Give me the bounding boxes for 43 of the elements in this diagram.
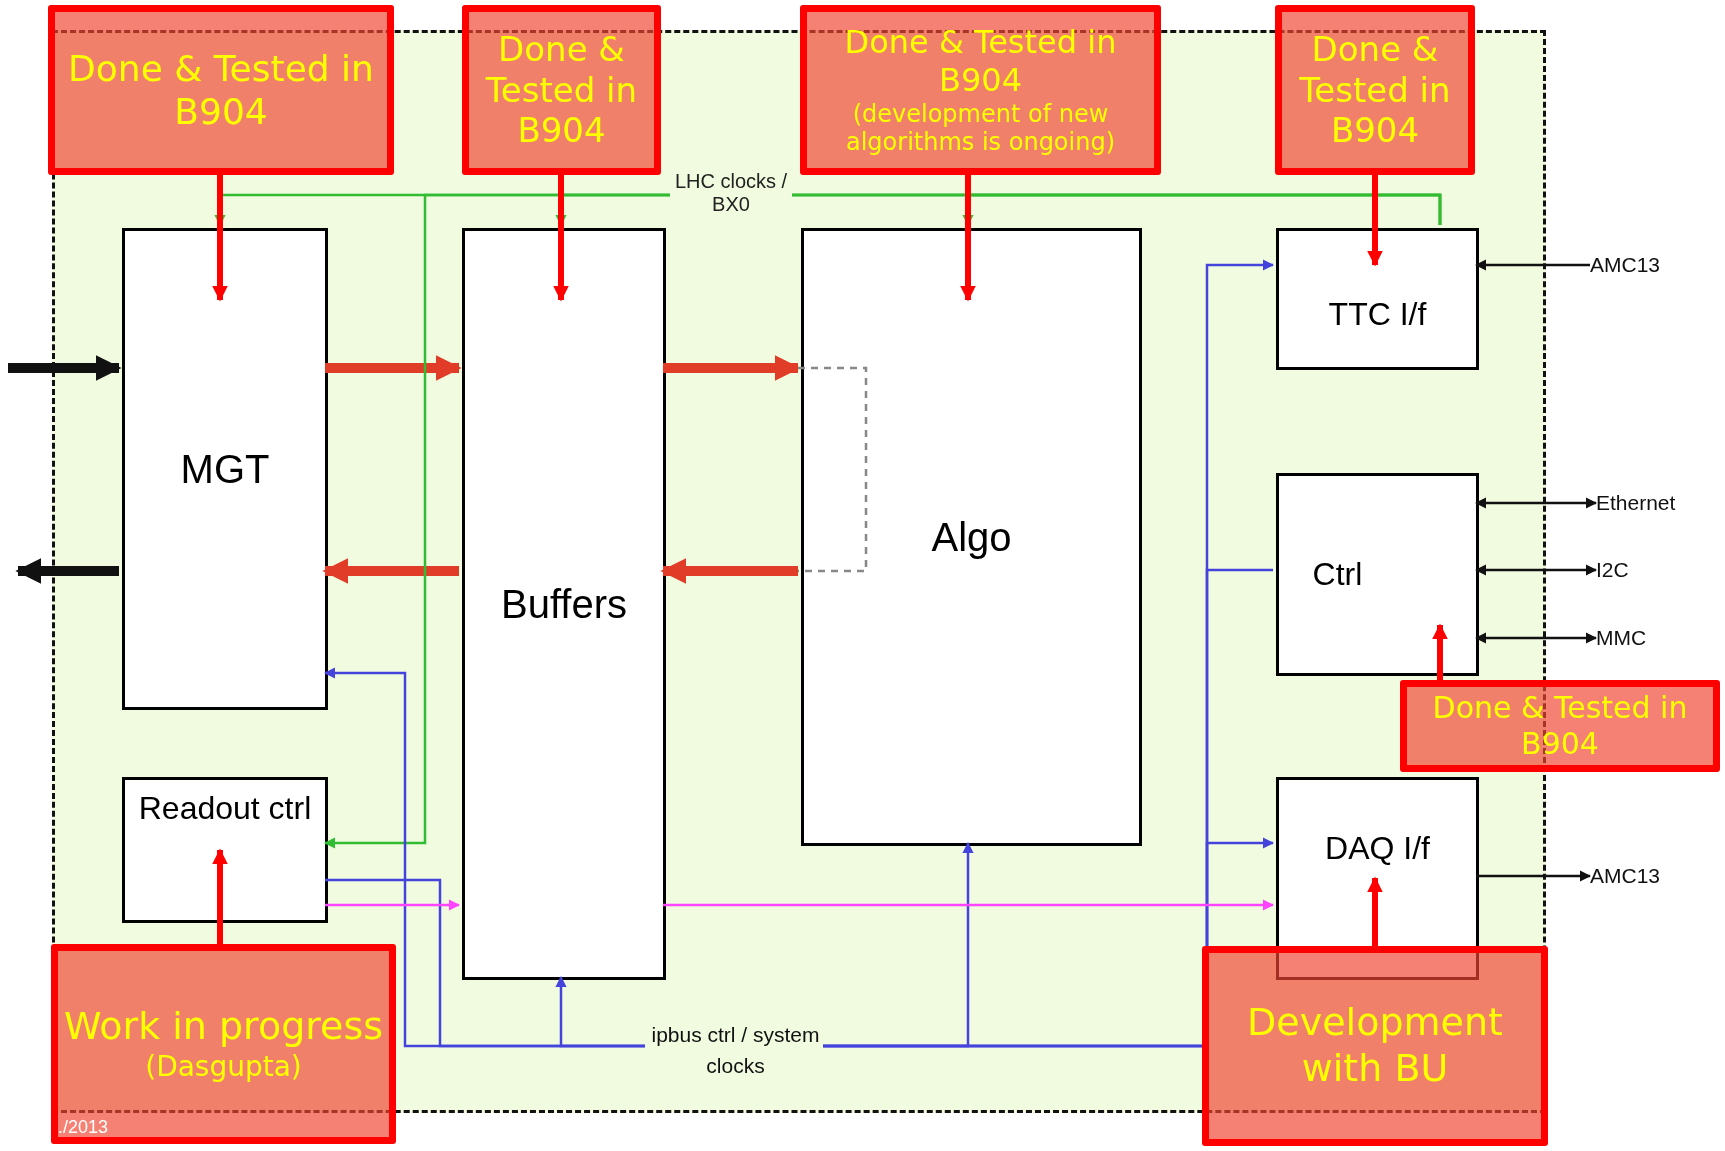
arrow <box>1367 876 1383 946</box>
status-callout: Done & Tested in B904 <box>48 5 394 175</box>
arrow <box>325 355 462 381</box>
arrow <box>1476 870 1592 882</box>
signal-label: Ethernet <box>1596 486 1716 520</box>
signal-label: I2C <box>1596 553 1656 587</box>
arrow <box>660 558 798 584</box>
block-box: Algo <box>801 228 1142 846</box>
arrow <box>663 355 801 381</box>
dashed-loopback-line <box>798 366 868 573</box>
footer-date: ./2013 <box>58 1117 110 1138</box>
block-box: Ctrl <box>1276 473 1479 676</box>
block-box: TTC I/f <box>1276 228 1479 370</box>
status-callout: Done & Tested in B904 (development of new algorithms is ongoing) <box>800 5 1161 175</box>
status-callout: Done & Tested in B904 <box>1400 680 1720 772</box>
signal-label: MMC <box>1596 621 1676 655</box>
block-box: Readout ctrl <box>122 777 328 923</box>
arrow <box>15 558 119 584</box>
arrow <box>323 193 1442 849</box>
arrow <box>1474 564 1598 576</box>
arrow <box>1474 259 1590 271</box>
arrow <box>1367 175 1383 267</box>
arrow <box>8 355 122 381</box>
status-callout: Done & Tested in B904 <box>462 5 661 175</box>
arrow <box>322 558 459 584</box>
arrow <box>553 175 569 302</box>
arrow <box>325 899 461 911</box>
arrow <box>555 975 645 1048</box>
arrow <box>212 848 228 944</box>
signal-label: AMC13 <box>1590 248 1710 282</box>
arrow <box>212 175 228 302</box>
signal-label: AMC13 <box>1590 859 1710 893</box>
arrow <box>1432 623 1448 680</box>
block-box: MGT <box>122 228 328 710</box>
block-box: Buffers <box>462 228 666 980</box>
arrow <box>1474 497 1598 509</box>
arrow <box>960 175 976 302</box>
arrow <box>663 899 1275 911</box>
status-callout: Done & Tested in B904 <box>1275 5 1475 175</box>
arrow <box>820 837 1275 1048</box>
block-box: DAQ I/f <box>1276 777 1479 980</box>
arrow <box>1474 632 1598 644</box>
status-callout: Development with BU <box>1202 946 1548 1146</box>
